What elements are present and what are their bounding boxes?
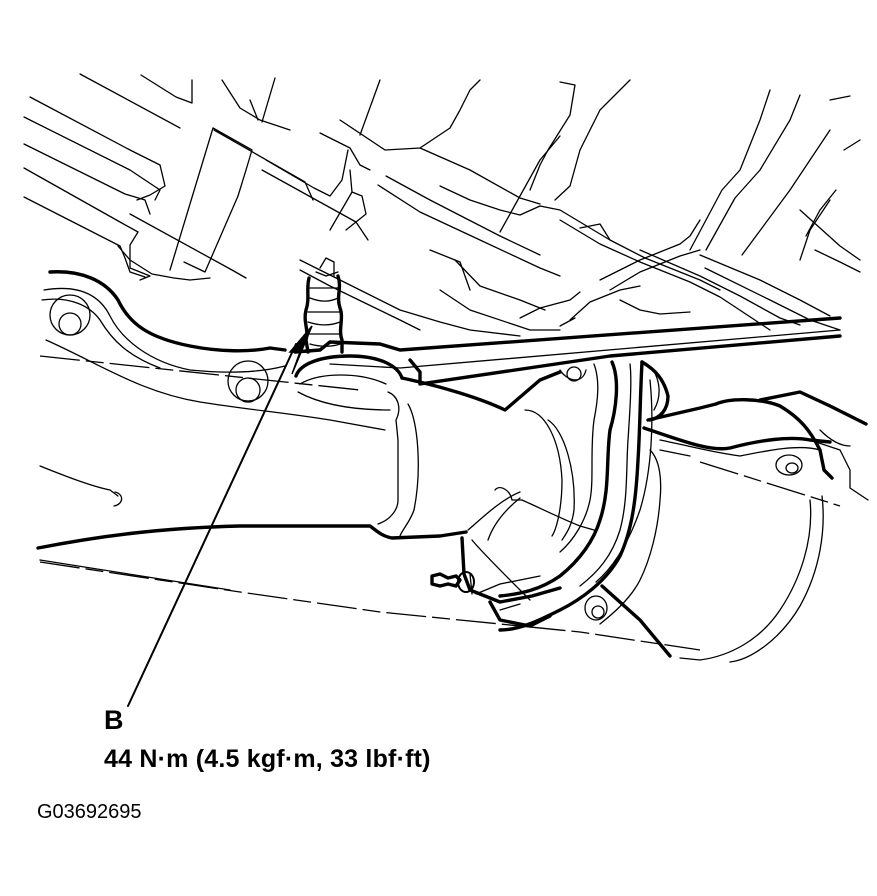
heat-shield [599, 390, 869, 663]
pipe-flange [498, 360, 672, 658]
transmission-housing [23, 73, 861, 337]
callout-label: B [104, 705, 124, 735]
subframe [39, 270, 701, 651]
torque-specification: 44 N·m (4.5 kgf·m, 33 lbf·ft) [104, 745, 431, 773]
figure-id: G03692695 [37, 801, 142, 823]
callout-arrow [127, 325, 313, 707]
exhaust-pipe [36, 354, 595, 628]
leader-line [127, 343, 297, 707]
arrow-head-icon [288, 325, 313, 375]
rod [293, 316, 842, 386]
